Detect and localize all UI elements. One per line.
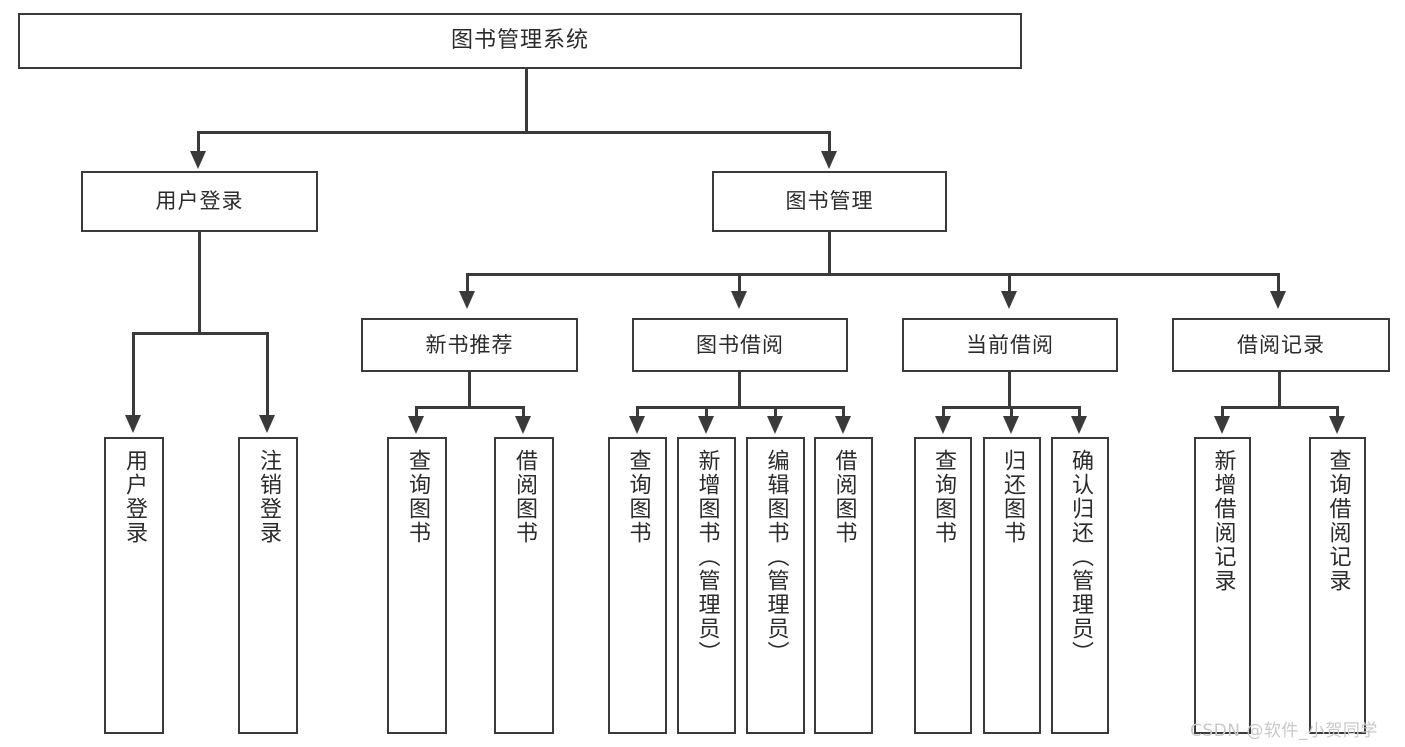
connector-to-borrow-record	[1277, 273, 1280, 293]
node-leaf-edit-book[interactable]: 编辑图书（管理员）	[746, 437, 805, 734]
arrowhead-leaf-edit-book	[767, 416, 783, 434]
connector-to-current-borrow	[1008, 273, 1011, 293]
arrowhead-leaf-query-record	[1329, 416, 1345, 434]
node-leaf-query-record[interactable]: 查询借阅记录	[1309, 437, 1366, 734]
node-label: 新书推荐	[425, 332, 514, 357]
node-label: 借阅图书	[831, 449, 857, 545]
node-label: 用户登录	[155, 189, 244, 214]
connector-root-stem	[525, 69, 528, 133]
csdn-watermark: CSDN @软件_小贺同学	[1190, 721, 1378, 741]
connector-bb-drop-2	[705, 406, 708, 418]
arrowhead-leaf-query-book-3	[935, 416, 951, 434]
node-label: 新增图书（管理员）	[694, 449, 720, 665]
arrowhead-borrow-record	[1270, 291, 1286, 309]
node-book-manage[interactable]: 图书管理	[712, 171, 947, 232]
node-leaf-borrow-book-1[interactable]: 借阅图书	[494, 437, 554, 734]
arrowhead-leaf-add-record	[1214, 416, 1230, 434]
connector-user-login-drop-1	[132, 332, 135, 417]
connector-cb-drop-1	[942, 406, 945, 418]
node-label: 新增借阅记录	[1210, 449, 1236, 593]
node-leaf-borrow-book-2[interactable]: 借阅图书	[814, 437, 873, 734]
node-label: 确认归还（管理员）	[1068, 449, 1093, 665]
connector-book-manage-stem	[828, 232, 831, 275]
node-label: 归还图书	[1000, 449, 1025, 545]
connector-bb-drop-4	[842, 406, 845, 418]
node-leaf-user-logout[interactable]: 注销登录	[238, 437, 298, 734]
arrowhead-leaf-user-login	[125, 415, 141, 433]
node-borrow-record[interactable]: 借阅记录	[1172, 318, 1390, 372]
connector-book-borrow-bus	[636, 406, 844, 409]
connector-root-to-book-manage	[828, 131, 831, 153]
arrowhead-leaf-add-book	[698, 416, 714, 434]
node-label: 查询图书	[405, 449, 430, 545]
node-label: 借阅记录	[1237, 332, 1325, 357]
node-label: 查询图书	[625, 449, 651, 545]
node-leaf-query-book-2[interactable]: 查询图书	[608, 437, 667, 734]
arrowhead-leaf-query-book-1	[408, 416, 424, 434]
node-leaf-query-book-3[interactable]: 查询图书	[914, 437, 972, 734]
node-user-login[interactable]: 用户登录	[81, 171, 318, 232]
connector-book-borrow-stem	[738, 372, 741, 408]
arrowhead-leaf-query-book-2	[629, 416, 645, 434]
arrowhead-leaf-user-logout	[259, 415, 275, 433]
arrowhead-leaf-return-book	[1003, 416, 1019, 434]
connector-br-drop-2	[1336, 406, 1339, 418]
connector-borrow-record-bus	[1221, 406, 1339, 409]
node-book-borrow[interactable]: 图书借阅	[632, 318, 848, 372]
connector-to-new-book-recommend	[466, 273, 469, 293]
node-label: 用户登录	[122, 449, 147, 545]
connector-cb-drop-3	[1078, 406, 1081, 418]
arrowhead-user-login	[190, 151, 206, 169]
node-label: 图书管理	[785, 189, 874, 214]
connector-nbr-drop-2	[522, 406, 525, 418]
node-new-book-recommend[interactable]: 新书推荐	[361, 318, 578, 372]
node-label: 查询借阅记录	[1325, 449, 1351, 593]
arrowhead-leaf-confirm-return	[1071, 416, 1087, 434]
node-label: 编辑图书（管理员）	[763, 449, 789, 665]
connector-nbr-drop-1	[415, 406, 418, 418]
connector-user-login-stem	[198, 232, 201, 334]
node-leaf-add-book[interactable]: 新增图书（管理员）	[677, 437, 736, 734]
node-root-system[interactable]: 图书管理系统	[18, 13, 1022, 69]
connector-user-login-bus	[132, 332, 269, 335]
node-leaf-add-record[interactable]: 新增借阅记录	[1194, 437, 1251, 734]
arrowhead-new-book-recommend	[459, 291, 475, 309]
node-label: 借阅图书	[512, 449, 537, 545]
connector-cb-drop-2	[1010, 406, 1013, 418]
node-current-borrow[interactable]: 当前借阅	[902, 318, 1118, 372]
node-leaf-query-book-1[interactable]: 查询图书	[387, 437, 447, 734]
connector-root-to-user-login	[197, 131, 200, 153]
connector-current-borrow-stem	[1008, 372, 1011, 408]
connector-book-manage-bus	[466, 273, 1280, 276]
node-label: 图书借阅	[696, 332, 784, 357]
connector-user-login-drop-2	[266, 332, 269, 417]
node-leaf-confirm-return[interactable]: 确认归还（管理员）	[1051, 437, 1109, 734]
connector-br-drop-1	[1221, 406, 1224, 418]
connector-new-book-recommend-bus	[415, 406, 525, 409]
connector-new-book-recommend-stem	[468, 372, 471, 408]
connector-root-bus	[197, 131, 831, 134]
node-label: 当前借阅	[966, 332, 1054, 357]
connector-borrow-record-stem	[1278, 372, 1281, 408]
node-label: 图书管理系统	[450, 28, 589, 54]
arrowhead-leaf-borrow-book-2	[835, 416, 851, 434]
node-label: 查询图书	[931, 449, 956, 545]
arrowhead-leaf-borrow-book-1	[515, 416, 531, 434]
connector-bb-drop-1	[636, 406, 639, 418]
connector-bb-drop-3	[774, 406, 777, 418]
arrowhead-book-manage	[821, 151, 837, 169]
node-leaf-user-login[interactable]: 用户登录	[104, 437, 164, 734]
node-label: 注销登录	[256, 449, 281, 545]
arrowhead-book-borrow	[731, 291, 747, 309]
node-leaf-return-book[interactable]: 归还图书	[983, 437, 1041, 734]
connector-to-book-borrow	[738, 273, 741, 293]
arrowhead-current-borrow	[1001, 291, 1017, 309]
